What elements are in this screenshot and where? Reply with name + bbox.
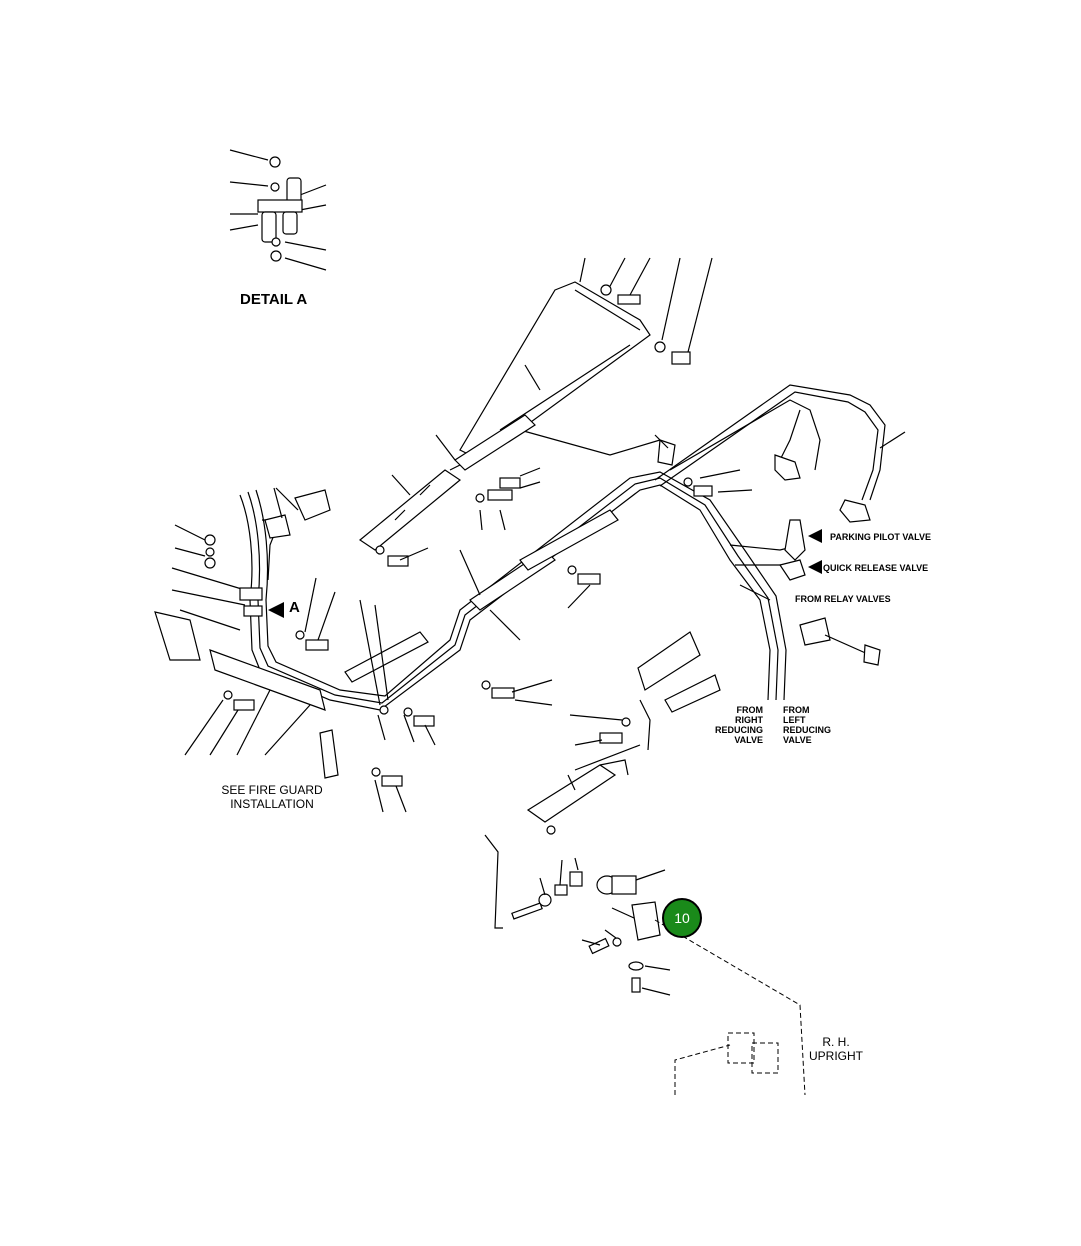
from-left-line-2: LEFT [783,715,806,725]
rh-upright-line-2: UPRIGHT [809,1049,864,1063]
callout-10[interactable]: 10 [662,898,702,938]
right-valve-fittings: PARKING PILOT VALVE QUICK RELEASE VALVE … [654,434,931,666]
from-relay-valves-label: FROM RELAY VALVES [795,594,891,604]
from-right-line-2: RIGHT [735,715,764,725]
quick-release-valve-label: QUICK RELEASE VALVE [823,563,928,573]
lower-tube-assembly: R. H. UPRIGHT [484,759,864,1096]
left-clip-assembly: A SEE FIRE GUARD INSTALLATION [154,487,339,811]
mid-lower-clamps [295,509,619,813]
parking-pilot-valve-label: PARKING PILOT VALVE [830,532,931,542]
callout-10-number[interactable]: 10 [674,910,690,926]
from-left-line-1: FROM [783,705,810,715]
reducing-valve-labels: FROM RIGHT REDUCING VALVE FROM LEFT REDU… [715,705,831,745]
tubing-bundle [239,384,906,711]
callout-10-circle[interactable] [662,898,702,938]
from-right-line-1: FROM [737,705,764,715]
fire-guard-line-1: SEE FIRE GUARD [221,783,323,797]
fire-guard-line-2: INSTALLATION [230,797,314,811]
from-left-line-4: VALVE [783,735,812,745]
right-mid-bracket [569,631,721,771]
from-right-line-4: VALVE [734,735,763,745]
detail-a-assembly: DETAIL A [229,149,327,308]
arrow-a-label: A [289,599,300,616]
from-right-line-3: REDUCING [715,725,763,735]
detail-a-title: DETAIL A [240,291,307,308]
rh-upright-line-1: R. H. [822,1035,849,1049]
mid-left-clamps [358,414,541,567]
upper-rail-bracket [449,257,713,471]
from-left-line-3: REDUCING [783,725,831,735]
